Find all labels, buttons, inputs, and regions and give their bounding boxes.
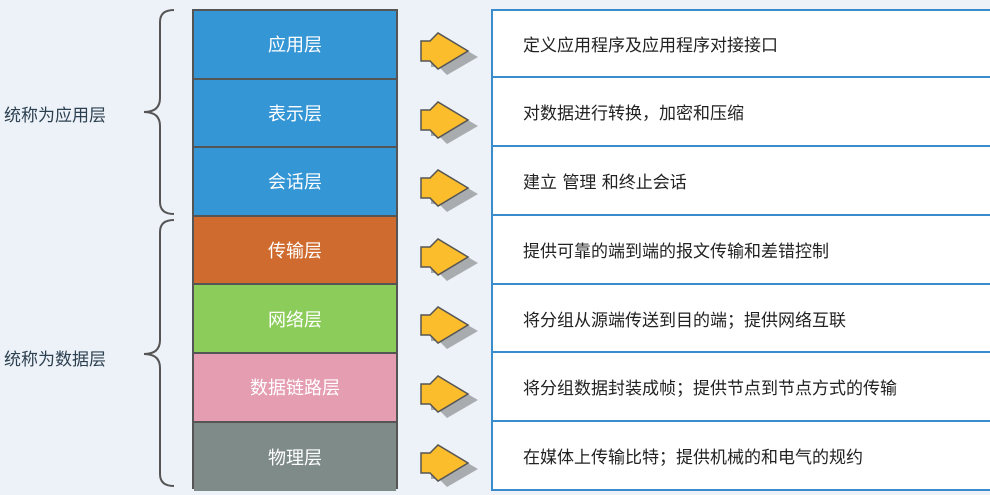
- layer-name: 应用层: [268, 35, 322, 57]
- layer-name: 传输层: [268, 241, 322, 263]
- description-text: 在媒体上传输比特；提供机械的和电气的规约: [523, 448, 863, 469]
- description-text: 对数据进行转换，加密和压缩: [523, 103, 744, 124]
- description-text: 提供可靠的端到端的报文传输和差错控制: [523, 241, 829, 262]
- layer-name: 表示层: [268, 103, 322, 125]
- arrow-right-icon: [418, 305, 478, 351]
- layer-description: 建立 管理 和终止会话: [491, 146, 990, 216]
- layer-name: 会话层: [268, 172, 322, 194]
- layer-1: 表示层: [194, 79, 396, 149]
- layer-description: 在媒体上传输比特；提供机械的和电气的规约: [491, 422, 990, 492]
- layer-5: 数据链路层: [194, 353, 396, 423]
- layer-description: 提供可靠的端到端的报文传输和差错控制: [491, 215, 990, 285]
- description-text: 将分组从源端传送到目的端；提供网络互联: [523, 310, 846, 331]
- arrow-right-icon: [418, 168, 478, 214]
- layer-0: 应用层: [194, 11, 396, 80]
- brace-data: [143, 219, 175, 487]
- layer-6: 物理层: [194, 422, 396, 492]
- layer-4: 网络层: [194, 285, 396, 354]
- layer-name: 物理层: [268, 447, 322, 469]
- description-text: 建立 管理 和终止会话: [523, 172, 687, 193]
- osi-layer-stack: 应用层表示层会话层传输层网络层数据链路层物理层: [192, 9, 398, 492]
- description-text: 定义应用程序及应用程序对接接口: [523, 35, 778, 56]
- layer-name: 数据链路层: [250, 378, 340, 400]
- layer-description: 对数据进行转换，加密和压缩: [491, 77, 990, 147]
- group-label-application: 统称为应用层: [4, 106, 106, 126]
- group-label-data: 统称为数据层: [4, 350, 106, 370]
- layer-description: 定义应用程序及应用程序对接接口: [491, 9, 990, 78]
- arrow-right-icon: [418, 237, 478, 283]
- layer-2: 会话层: [194, 148, 396, 217]
- brace-application: [143, 9, 175, 215]
- arrow-right-icon: [418, 100, 478, 146]
- arrow-right-icon: [418, 31, 478, 77]
- description-text: 将分组数据封装成帧；提供节点到节点方式的传输: [523, 379, 897, 400]
- arrow-right-icon: [418, 443, 478, 489]
- layer-descriptions: 定义应用程序及应用程序对接接口对数据进行转换，加密和压缩建立 管理 和终止会话提…: [491, 9, 990, 492]
- layer-3: 传输层: [194, 216, 396, 286]
- layer-description: 将分组从源端传送到目的端；提供网络互联: [491, 284, 990, 354]
- arrow-right-icon: [418, 374, 478, 420]
- layer-description: 将分组数据封装成帧；提供节点到节点方式的传输: [491, 353, 990, 423]
- layer-name: 网络层: [268, 309, 322, 331]
